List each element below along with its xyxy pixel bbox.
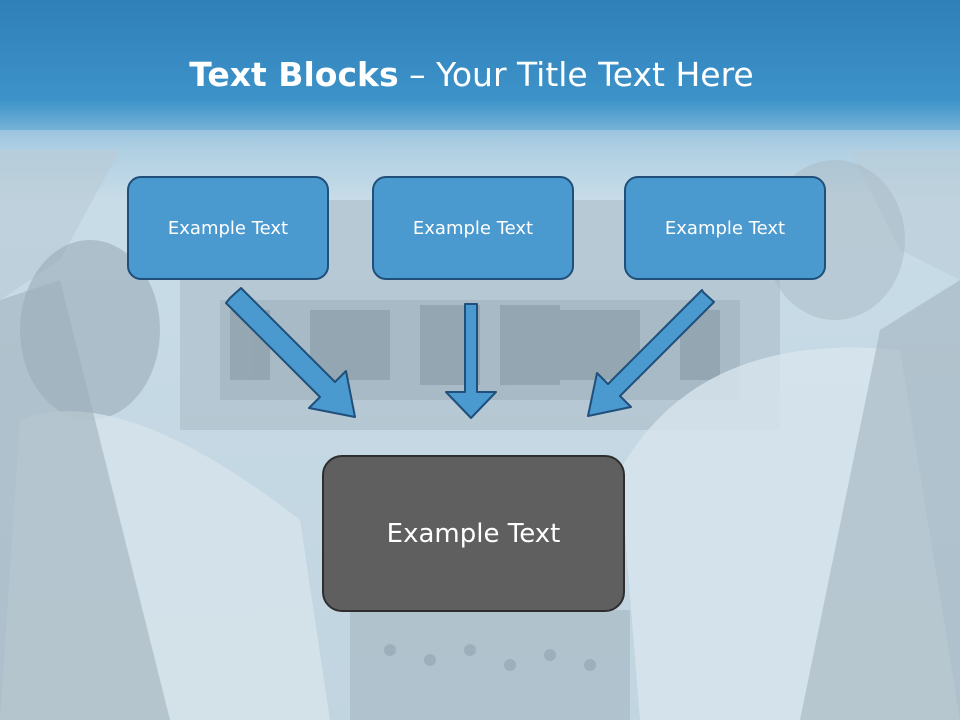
text-block-center-label: Example Text	[412, 217, 534, 239]
text-block-left[interactable]: Example Text	[127, 176, 329, 280]
title-rest-part: Your Title Text Here	[436, 55, 754, 94]
arrow-right-icon	[587, 289, 715, 417]
arrow-down-icon	[445, 303, 497, 419]
text-block-right-label: Example Text	[664, 217, 786, 239]
arrow-left-icon	[225, 287, 356, 418]
title-dash: –	[398, 55, 437, 94]
main-text-block[interactable]: Example Text	[322, 455, 625, 612]
title-bold-part: Text Blocks	[189, 55, 399, 94]
text-block-right[interactable]: Example Text	[624, 176, 826, 280]
main-text-block-label: Example Text	[386, 518, 561, 549]
text-block-left-label: Example Text	[167, 217, 289, 239]
text-block-center[interactable]: Example Text	[372, 176, 574, 280]
slide-title: Text Blocks – Your Title Text Here	[0, 52, 943, 98]
